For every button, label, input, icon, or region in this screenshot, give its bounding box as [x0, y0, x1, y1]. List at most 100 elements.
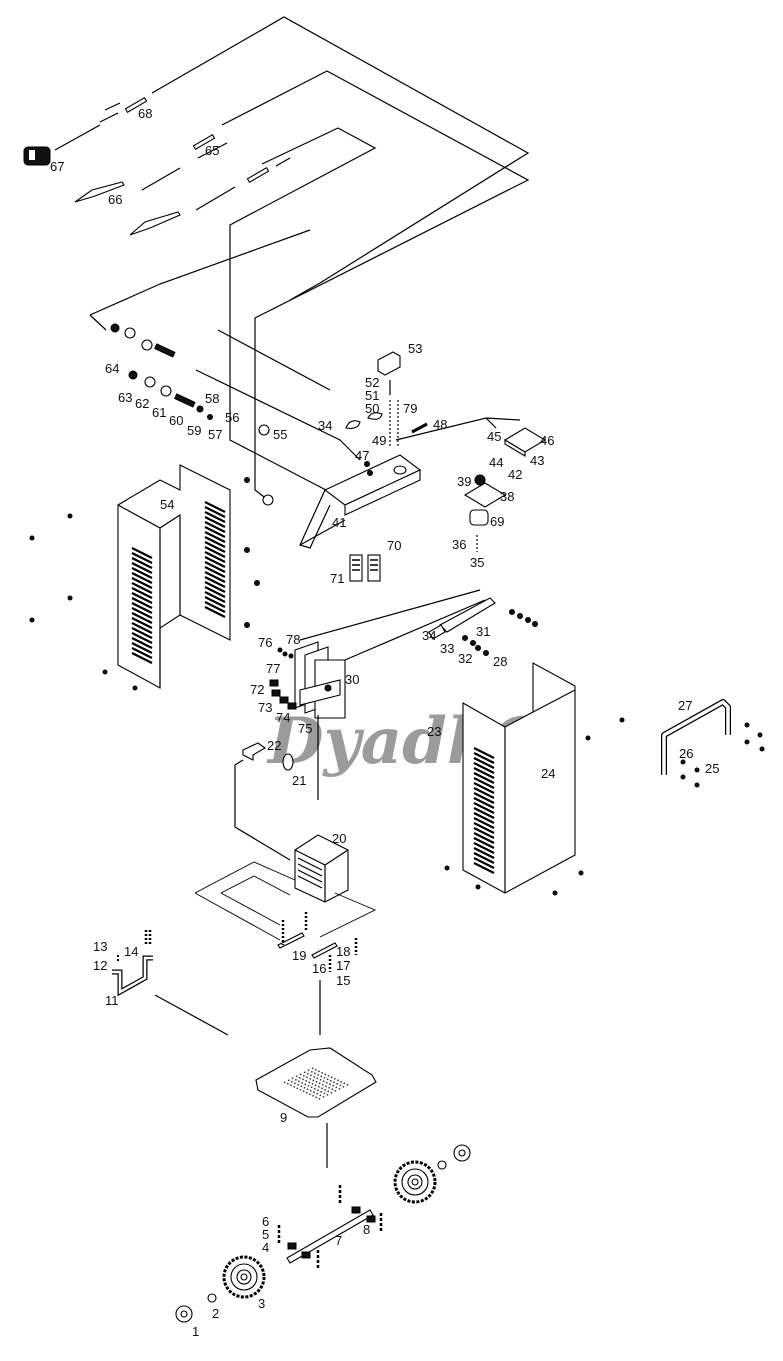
- part-label-71: 71: [330, 571, 344, 586]
- parts-72-78-diodes[interactable]: [269, 647, 297, 710]
- part-label-11: 11: [105, 993, 119, 1008]
- part-label-63: 63: [118, 390, 132, 405]
- part-20-transformer[interactable]: [294, 834, 349, 903]
- part-label-64: 64: [105, 361, 119, 376]
- parts-15-19-mounting[interactable]: [277, 912, 358, 972]
- part-label-33: 33: [440, 641, 454, 656]
- part-label-77: 77: [266, 661, 280, 676]
- part-label-20: 20: [332, 831, 346, 846]
- part-label-73: 73: [258, 700, 272, 715]
- part-label-28: 28: [493, 654, 507, 669]
- part-label-44: 44: [489, 455, 503, 470]
- part-label-60: 60: [169, 413, 183, 428]
- parts-4-6-bolts[interactable]: [277, 1185, 383, 1270]
- part-53-fuse-holder[interactable]: [377, 351, 401, 395]
- screws-scattered: [29, 477, 765, 896]
- part-label-13: 13: [93, 939, 107, 954]
- part-label-75: 75: [298, 721, 312, 736]
- part-label-69: 69: [490, 514, 504, 529]
- part-8-axle-bracket[interactable]: [287, 1206, 376, 1259]
- part-2-wheel-nut[interactable]: [207, 1160, 447, 1303]
- part-3-wheel-left[interactable]: [222, 1255, 266, 1299]
- part-3-wheel-right[interactable]: [393, 1160, 437, 1204]
- part-label-2: 2: [212, 1306, 219, 1321]
- part-66-clamp[interactable]: [74, 181, 181, 236]
- part-label-15: 15: [336, 973, 350, 988]
- part-48-screw[interactable]: [411, 422, 428, 434]
- part-label-26: 26: [679, 746, 693, 761]
- part-label-56: 56: [225, 410, 239, 425]
- part-label-70: 70: [387, 538, 401, 553]
- part-label-59: 59: [187, 423, 201, 438]
- part-7-axle[interactable]: [286, 1209, 374, 1264]
- part-label-50: 50: [365, 401, 379, 416]
- part-label-18: 18: [336, 944, 350, 959]
- part-label-74: 74: [276, 710, 290, 725]
- vent-slots-left: [131, 501, 226, 664]
- part-label-25: 25: [705, 761, 719, 776]
- part-label-21: 21: [292, 773, 306, 788]
- part-label-31: 31: [476, 624, 490, 639]
- part-label-49: 49: [372, 433, 386, 448]
- part-label-57: 57: [208, 427, 222, 442]
- part-22-bracket[interactable]: [242, 742, 267, 761]
- part-label-52: 52: [365, 375, 379, 390]
- part-34-knob-right[interactable]: [428, 597, 496, 640]
- parts-55-64-terminals[interactable]: [110, 323, 274, 506]
- part-67-mains-plug[interactable]: [23, 146, 51, 166]
- part-label-43: 43: [530, 453, 544, 468]
- part-label-5: 5: [262, 1227, 269, 1242]
- part-30-rectifier[interactable]: [294, 589, 486, 719]
- part-11-bracket[interactable]: [112, 930, 153, 997]
- part-71-selector-switch[interactable]: [349, 554, 381, 582]
- part-label-47: 47: [355, 448, 369, 463]
- part-24-right-housing-panel[interactable]: [462, 662, 576, 894]
- part-9-base-plate[interactable]: [255, 1047, 377, 1118]
- part-label-51: 51: [365, 388, 379, 403]
- part-38-plate[interactable]: [463, 482, 507, 508]
- part-label-9: 9: [280, 1110, 287, 1125]
- part-stack-49-52-79[interactable]: [389, 400, 399, 448]
- part-54-left-housing-panel[interactable]: [117, 464, 231, 689]
- part-39-cap[interactable]: [474, 474, 486, 486]
- part-34-knob-top[interactable]: [345, 412, 383, 429]
- part-21-clip[interactable]: [282, 753, 294, 771]
- part-label-67: 67: [50, 159, 64, 174]
- cable-routing-lines: [89, 16, 530, 501]
- part-label-68: 68: [138, 106, 152, 121]
- part-label-66: 66: [108, 192, 122, 207]
- part-label-16: 16: [312, 961, 326, 976]
- part-label-24: 24: [541, 766, 555, 781]
- guide-line-11: [154, 994, 229, 1036]
- part-label-4: 4: [262, 1240, 269, 1255]
- part-label-23: 23: [427, 724, 441, 739]
- part-label-30: 30: [345, 672, 359, 687]
- part-label-46: 46: [540, 433, 554, 448]
- part-41-front-panel-frame[interactable]: [299, 454, 422, 549]
- part-label-32: 32: [458, 651, 472, 666]
- part-27-handle[interactable]: [661, 699, 731, 775]
- part-label-34a: 34: [318, 418, 332, 433]
- part-1-hub-cap[interactable]: [175, 1144, 471, 1323]
- part-label-27: 27: [678, 698, 692, 713]
- part-69-thermostat[interactable]: [469, 509, 489, 552]
- part-label-61: 61: [152, 405, 166, 420]
- part-65-output-cable[interactable]: [192, 134, 270, 183]
- part-label-58: 58: [205, 391, 219, 406]
- part-label-62: 62: [135, 396, 149, 411]
- part-label-54: 54: [160, 497, 174, 512]
- part-label-72: 72: [250, 682, 264, 697]
- part-45-meter[interactable]: [503, 427, 547, 457]
- part-label-1: 1: [192, 1324, 199, 1339]
- parts-28-33-screws[interactable]: [462, 635, 489, 656]
- wire-line-22: [234, 759, 291, 861]
- part-label-79: 79: [403, 401, 417, 416]
- vent-slots-right: [473, 747, 495, 874]
- part-label-22: 22: [267, 738, 281, 753]
- part-label-6: 6: [262, 1214, 269, 1229]
- part-68-mains-cable[interactable]: [54, 97, 148, 151]
- part-label-78: 78: [286, 632, 300, 647]
- perforation-pattern: [283, 1067, 351, 1101]
